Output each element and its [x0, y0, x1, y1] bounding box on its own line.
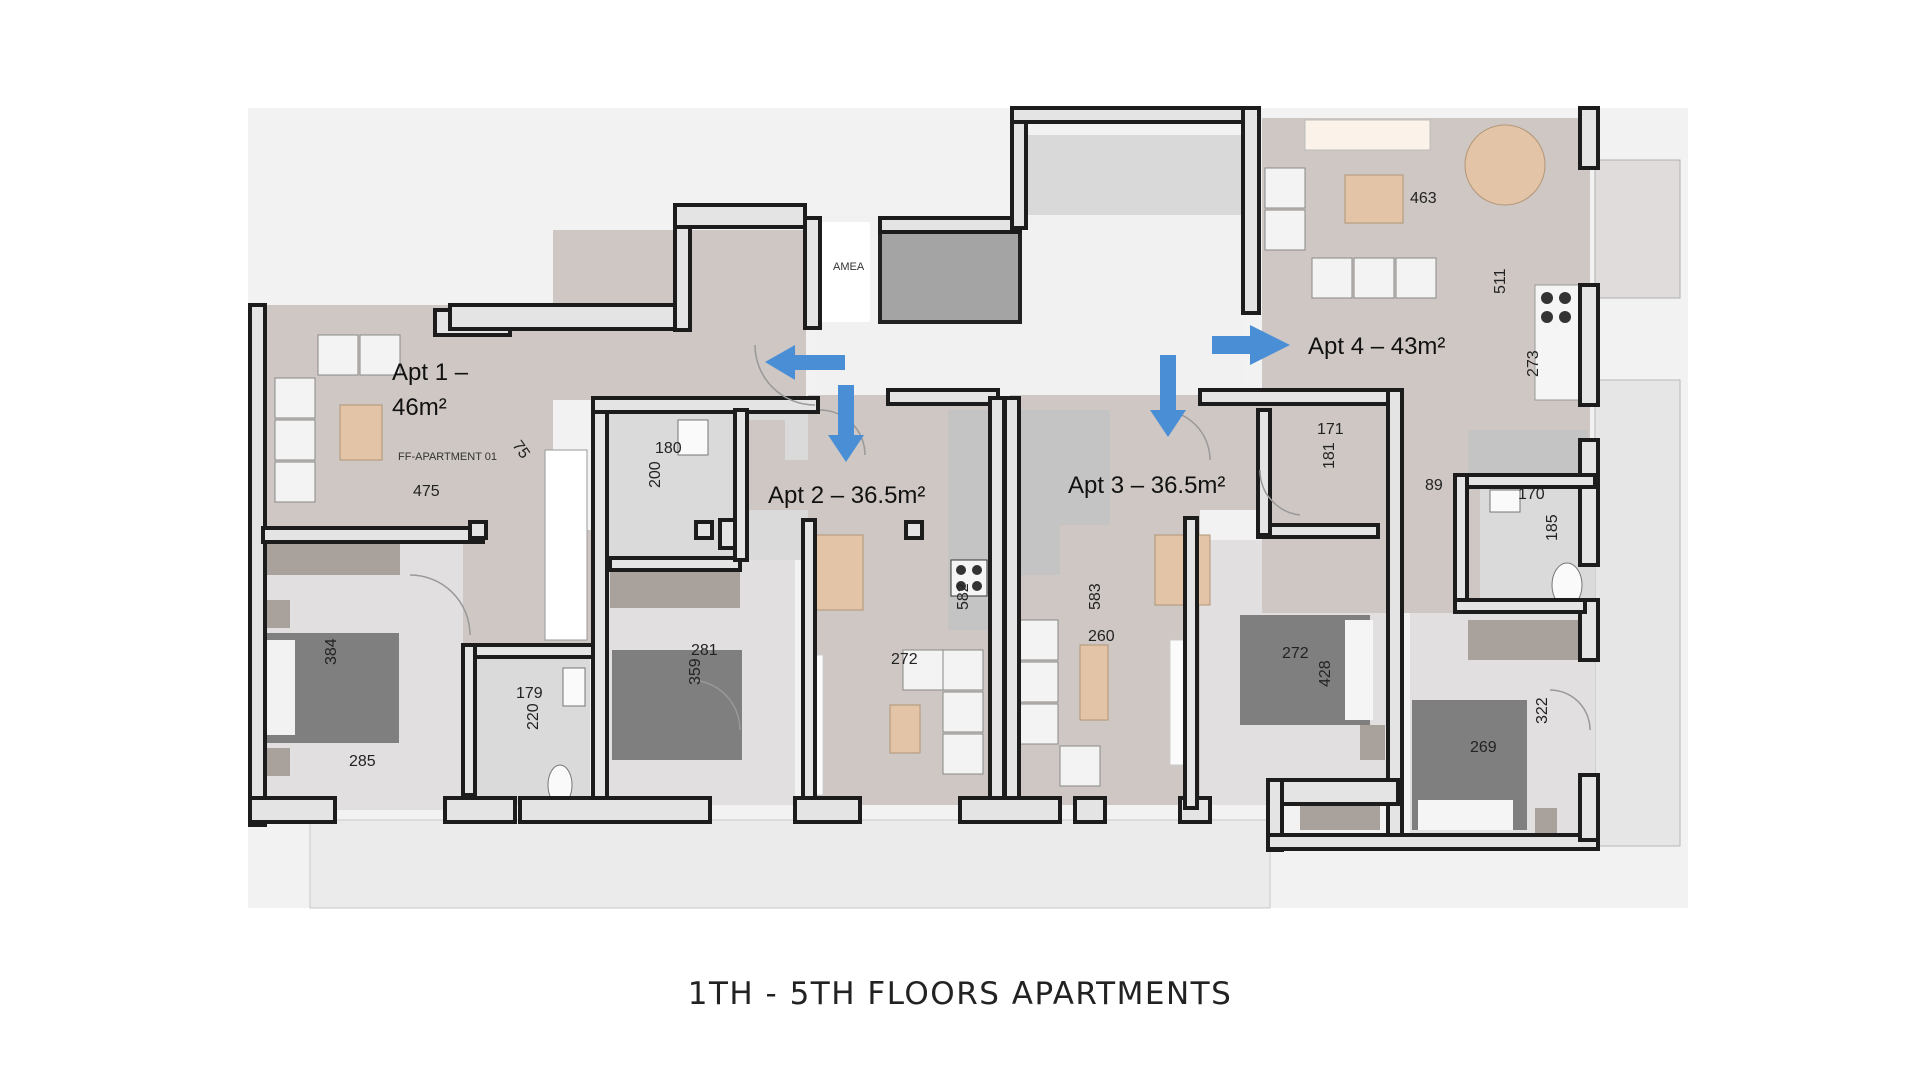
dim-322: 322: [1534, 697, 1551, 724]
dim-428: 428: [1317, 660, 1334, 687]
amea-label: AMEA: [833, 261, 865, 273]
dim-220: 220: [525, 703, 542, 730]
dim-285: 285: [349, 753, 376, 770]
direction-arrows: [765, 325, 1290, 462]
arrow-left-icon: [765, 345, 845, 380]
apt1-label-line1: Apt 1 –: [392, 359, 469, 386]
arrow-right-icon: [1212, 325, 1290, 365]
dim-511: 511: [1492, 268, 1509, 294]
apt3-label: Apt 3 – 36.5m²: [1068, 472, 1225, 499]
corridor: [815, 215, 1245, 405]
dim-179: 179: [516, 685, 543, 702]
dim-272-apt2: 272: [891, 651, 918, 668]
dim-359: 359: [687, 658, 704, 685]
dim-181: 181: [1321, 442, 1338, 469]
apt2-label: Apt 2 – 36.5m²: [768, 482, 925, 509]
dim-171: 171: [1317, 421, 1344, 438]
ff-apartment-label: FF-APARTMENT 01: [398, 451, 497, 463]
apartment-1: [263, 230, 806, 810]
dim-273: 273: [1525, 350, 1542, 377]
dim-260: 260: [1088, 628, 1115, 645]
walls: [248, 106, 1600, 852]
arrow-down-icon: [1150, 355, 1186, 437]
dim-475: 475: [413, 483, 440, 500]
dim-89: 89: [1425, 477, 1443, 494]
dim-180: 180: [655, 440, 682, 457]
plan-caption: 1TH - 5TH FLOORS APARTMENTS: [687, 976, 1233, 1012]
dim-281: 281: [691, 642, 718, 659]
dim-272-apt3: 272: [1282, 645, 1309, 662]
arrow-down-icon: [828, 385, 864, 462]
apartment-2: [600, 395, 990, 805]
apt4-label: Apt 4 – 43m²: [1308, 333, 1445, 360]
dim-583: 583: [1087, 583, 1104, 610]
dim-200: 200: [647, 461, 664, 488]
dim-384: 384: [323, 638, 340, 665]
dim-170: 170: [1518, 486, 1545, 503]
apt1-label-line2: 46m²: [392, 394, 447, 421]
dim-582: 582: [955, 583, 972, 610]
apartment-4: [1262, 118, 1595, 848]
dim-185: 185: [1544, 514, 1561, 541]
dim-463: 463: [1410, 190, 1437, 207]
dim-269: 269: [1470, 739, 1497, 756]
